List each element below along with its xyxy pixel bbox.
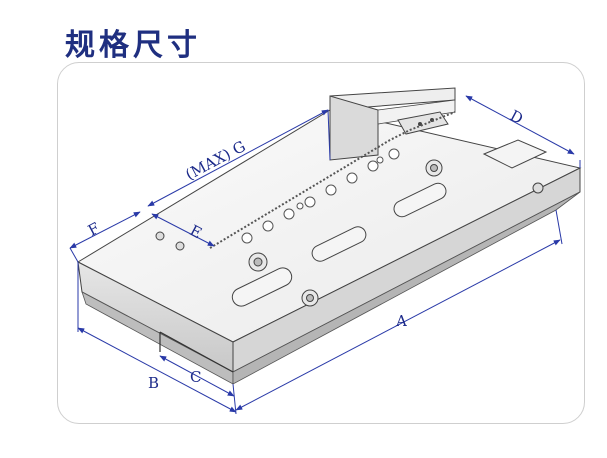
serrated-rail [209,111,456,249]
jaw-insert [397,111,449,135]
page-title: 规格尺寸 [65,28,201,63]
dim-label-d: D [507,106,526,128]
dim-label-c: C [190,368,201,386]
dim-label-f: F [85,219,103,240]
dim-label-b: B [148,374,159,392]
fixed-jaw [329,87,456,161]
dim-label-a: A [395,312,407,330]
dimension-lines [69,95,581,415]
